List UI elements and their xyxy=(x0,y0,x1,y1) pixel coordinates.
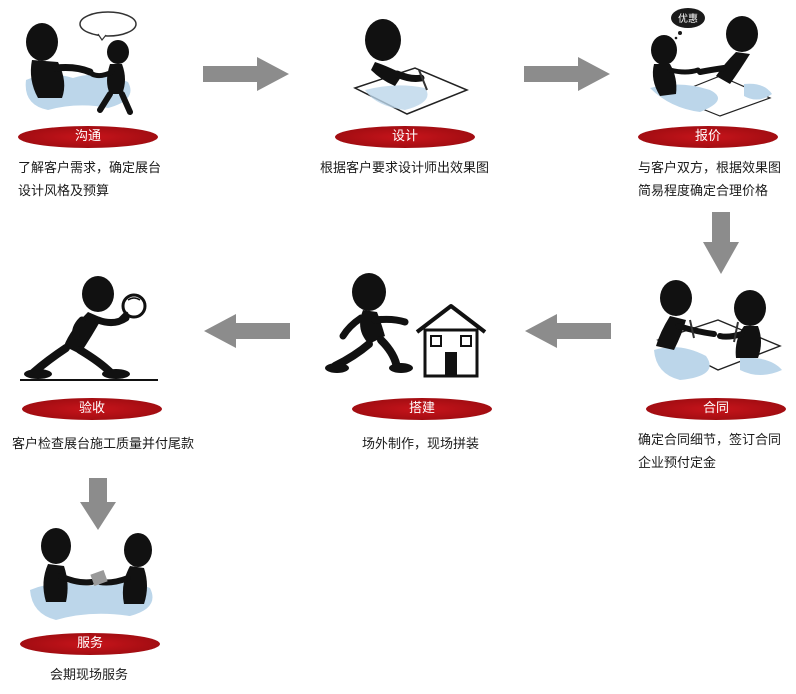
description-line: 简易程度确定合理价格 xyxy=(638,184,769,199)
step-description: 会期现场服务 xyxy=(50,664,128,687)
step-description: 与客户双方，根据效果图 简易程度确定合理价格 xyxy=(638,157,781,203)
arrow-right xyxy=(203,57,289,91)
description-line: 设计风格及预算 xyxy=(18,184,110,199)
service-illustration xyxy=(30,528,153,620)
step-label: 搭建 xyxy=(408,401,435,416)
step-description: 根据客户要求设计师出效果图 xyxy=(320,157,489,180)
arrow-down xyxy=(703,212,739,274)
discount-bubble-text: 优惠 xyxy=(678,12,698,25)
step-label: 报价 xyxy=(694,129,721,144)
step-description: 了解客户需求，确定展台 设计风格及预算 xyxy=(18,157,161,203)
design-illustration xyxy=(353,19,469,115)
description-line: 确定合同细节，签订合同 xyxy=(638,433,782,448)
description-line: 企业预付定金 xyxy=(638,456,717,471)
step-label-pill: 验收 xyxy=(22,398,162,420)
step-description: 场外制作，现场拼装 xyxy=(362,433,479,456)
acceptance-illustration xyxy=(20,276,158,381)
quotation-illustration: 优惠 xyxy=(650,8,772,117)
step-label: 设计 xyxy=(391,129,418,144)
step-label-pill: 设计 xyxy=(335,126,475,148)
arrow-right xyxy=(524,57,610,91)
construction-illustration xyxy=(325,273,487,378)
description-line: 会期现场服务 xyxy=(50,668,129,683)
step-label-pill: 沟通 xyxy=(18,126,158,148)
step-label-pill: 合同 xyxy=(646,398,786,420)
contract-illustration xyxy=(654,280,782,380)
description-line: 客户检查展台施工质量并付尾款 xyxy=(12,437,195,452)
arrow-left xyxy=(204,314,290,348)
step-label: 合同 xyxy=(702,401,729,416)
description-line: 根据客户要求设计师出效果图 xyxy=(320,161,490,176)
arrow-left xyxy=(525,314,611,348)
description-line: 与客户双方，根据效果图 xyxy=(638,161,782,176)
step-description: 确定合同细节，签订合同 企业预付定金 xyxy=(638,429,781,475)
step-label-pill: 搭建 xyxy=(352,398,492,420)
step-label: 服务 xyxy=(76,636,103,651)
communicate-illustration xyxy=(25,11,137,115)
step-label: 沟通 xyxy=(74,129,101,144)
step-description: 客户检查展台施工质量并付尾款 xyxy=(12,433,194,456)
step-label-pill: 报价 xyxy=(638,126,778,148)
description-line: 场外制作，现场拼装 xyxy=(362,437,480,452)
step-label: 验收 xyxy=(78,401,105,416)
step-label-pill: 服务 xyxy=(20,633,160,655)
description-line: 了解客户需求，确定展台 xyxy=(18,161,162,176)
arrow-down xyxy=(80,478,116,530)
